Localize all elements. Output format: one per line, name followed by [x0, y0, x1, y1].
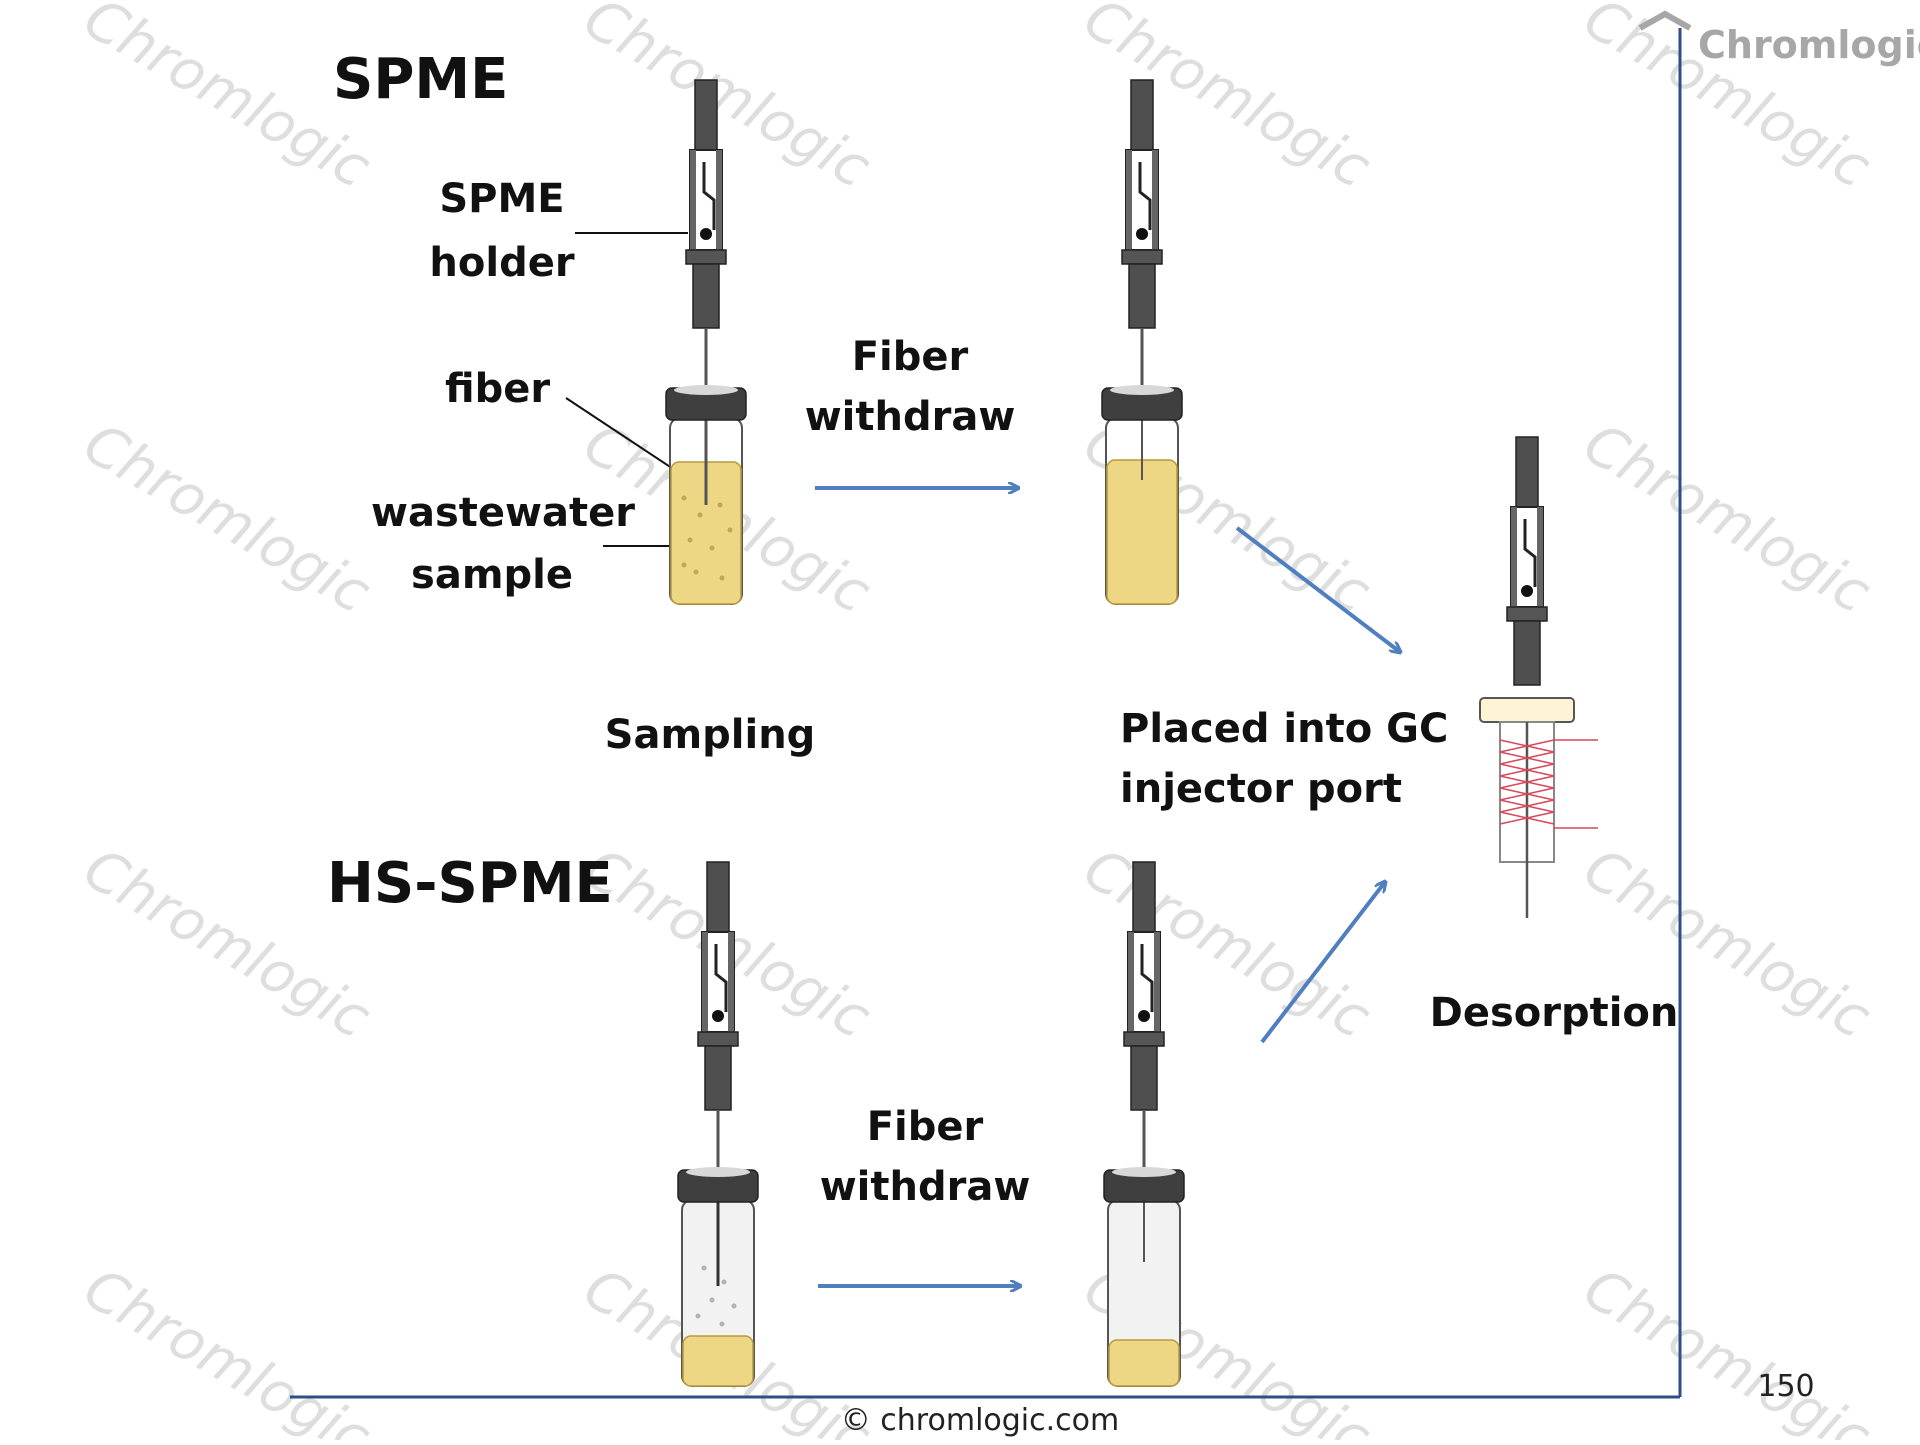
spme-title: SPME [333, 47, 508, 112]
placed-label-line1: Placed into GC [1120, 706, 1448, 752]
logo-mark-icon [1638, 10, 1692, 31]
spme-withdraw-line1: Fiber [852, 334, 969, 380]
heating-coil [1499, 739, 1598, 829]
gc-injector [1479, 435, 1598, 918]
watermark: Chromlogic [1573, 411, 1881, 626]
watermark: Chromlogic [1073, 836, 1381, 1051]
spme-holder-label-line2: holder [429, 240, 574, 286]
watermark: Chromlogic [1573, 1256, 1881, 1440]
sampling-label: Sampling [605, 712, 816, 758]
vial-headspace-withdrawn [1103, 860, 1185, 1387]
hs-spme-title: HS-SPME [327, 851, 613, 916]
watermark: Chromlogic [73, 1256, 381, 1440]
arrow-to-injector-bottom [1260, 882, 1385, 1044]
vial-headspace-sampling [677, 860, 759, 1387]
arrow-to-injector-top [1235, 526, 1400, 652]
sample-label-line2: sample [411, 552, 573, 598]
hs-withdraw-line2: withdraw [820, 1164, 1031, 1210]
fiber-label: fiber [445, 366, 550, 412]
hs-withdraw-line1: Fiber [867, 1104, 984, 1150]
vial-sampling [665, 78, 747, 605]
brand-logo: Chromlogic [1638, 10, 1920, 67]
logo-text: Chromlogic [1698, 23, 1920, 67]
page-number: 150 [1757, 1369, 1814, 1404]
placed-label-line2: injector port [1120, 766, 1402, 812]
copyright-text: © chromlogic.com [841, 1403, 1119, 1438]
spme-withdraw-line2: withdraw [805, 394, 1016, 440]
watermarks: Chromlogic Chromlogic Chromlogic Chromlo… [73, 0, 1881, 1445]
desorption-label: Desorption [1430, 990, 1679, 1036]
spme-holder-label-line1: SPME [439, 176, 564, 222]
watermark: Chromlogic [1073, 0, 1381, 201]
watermark: Chromlogic [73, 411, 381, 626]
vial-withdrawn [1101, 78, 1183, 605]
watermark: Chromlogic [573, 0, 881, 201]
sample-label-line1: wastewater [371, 490, 635, 536]
